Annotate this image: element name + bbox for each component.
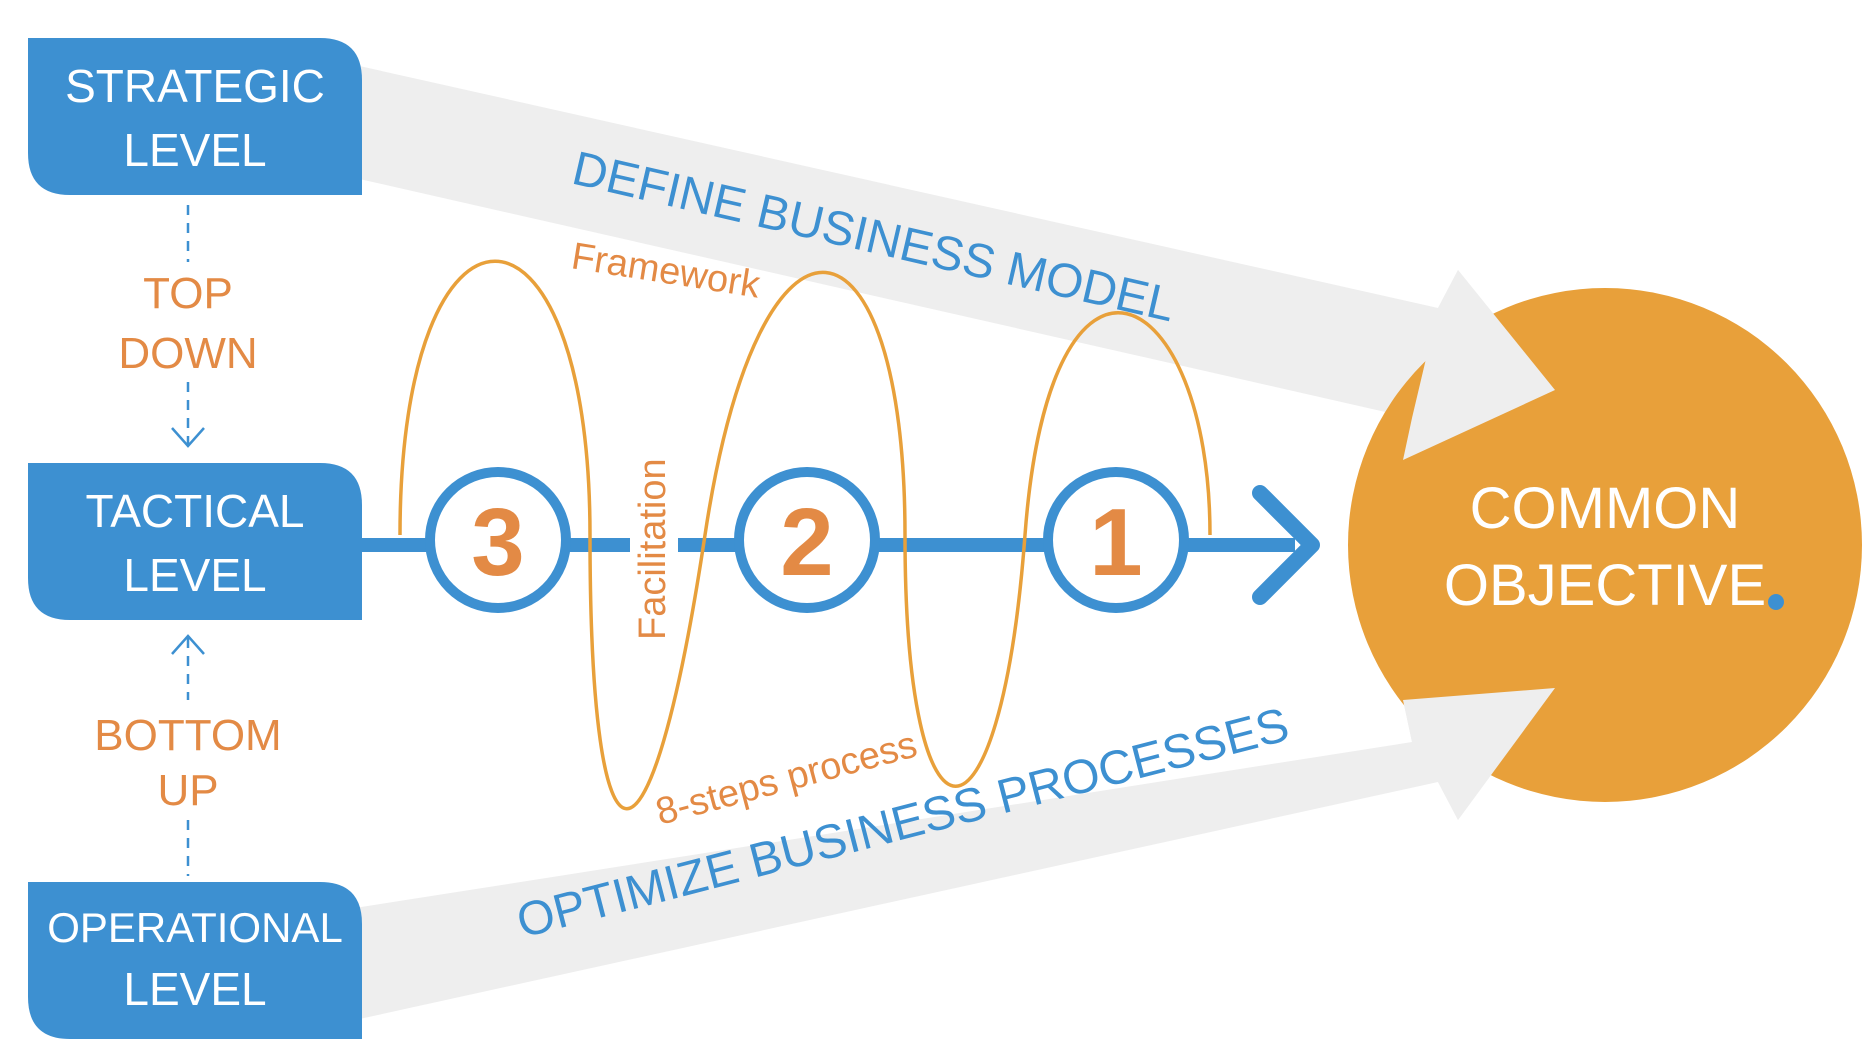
step-2-number: 2 bbox=[780, 489, 833, 596]
tactical-level-box: TACTICAL LEVEL bbox=[28, 463, 362, 620]
tactical-level-line-2: LEVEL bbox=[123, 549, 266, 601]
bottom-gray-arrow-tip bbox=[1403, 688, 1555, 820]
step-2-circle bbox=[734, 467, 880, 613]
objective-dot bbox=[1768, 594, 1784, 610]
facilitation-label: Facilitation bbox=[632, 458, 674, 640]
step-2: 2 bbox=[734, 467, 880, 613]
top-gray-arrow-tip bbox=[1403, 270, 1555, 460]
step-1-circle bbox=[1043, 467, 1189, 613]
step-1-number: 1 bbox=[1089, 489, 1142, 596]
bottom-up-line-1: BOTTOM bbox=[94, 711, 281, 760]
operational-level-shape bbox=[28, 882, 362, 1039]
objective-line-1: COMMON bbox=[1470, 476, 1741, 541]
top-down-line-2: DOWN bbox=[118, 329, 257, 378]
strategic-level-box: STRATEGIC LEVEL bbox=[28, 38, 362, 195]
process-arrow-head bbox=[1252, 485, 1320, 605]
strategic-level-line-1: STRATEGIC bbox=[65, 60, 325, 112]
top-gray-arrow bbox=[355, 65, 1555, 460]
operational-level-box: OPERATIONAL LEVEL bbox=[28, 882, 362, 1039]
objective-line-2: OBJECTIVE bbox=[1444, 553, 1766, 618]
top-down-line-1: TOP bbox=[143, 269, 233, 318]
bottom-gray-arrow bbox=[355, 688, 1555, 1020]
strategic-level-line-2: LEVEL bbox=[123, 124, 266, 176]
step-3-number: 3 bbox=[471, 489, 524, 596]
operational-level-line-2: LEVEL bbox=[123, 963, 266, 1015]
bottom-up-line-2: UP bbox=[157, 766, 218, 815]
tactical-level-line-1: TACTICAL bbox=[86, 485, 305, 537]
operational-level-line-1: OPERATIONAL bbox=[47, 904, 343, 951]
step-3: 3 bbox=[425, 467, 571, 613]
tactical-level-shape bbox=[28, 463, 362, 620]
top-down-arrow-icon bbox=[171, 427, 205, 448]
bottom-up-arrow-icon bbox=[171, 634, 205, 655]
strategic-level-shape bbox=[28, 38, 362, 195]
step-3-circle bbox=[425, 467, 571, 613]
process-wave bbox=[398, 259, 1212, 811]
step-1: 1 bbox=[1043, 467, 1189, 613]
